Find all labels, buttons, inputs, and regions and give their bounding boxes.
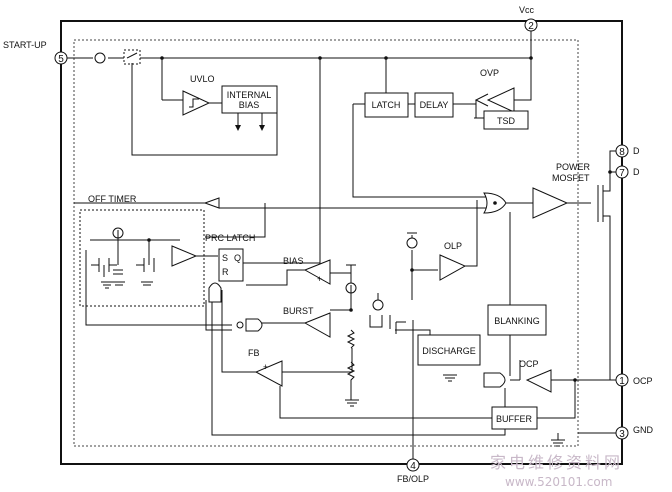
off-timer-label: OFF TIMER — [88, 194, 137, 204]
pin-4-fb-olp: 4 FB/OLP — [397, 458, 429, 484]
power-mosfet-label-2: MOSFET — [552, 173, 590, 183]
startup-current-source-icon — [94, 52, 106, 64]
tsd-label: TSD — [497, 116, 516, 126]
and-gate-vertical — [208, 282, 222, 303]
olp-comparator: OLP — [439, 241, 467, 281]
pin-7-drain: 7 D — [615, 165, 640, 179]
pin-8-drain: 8 D — [615, 144, 640, 158]
junction-dots — [147, 56, 612, 382]
ocp-label: OCP — [519, 359, 539, 369]
bias-label: BIAS — [283, 256, 304, 266]
wiring — [67, 31, 616, 459]
startup-switch — [123, 49, 141, 65]
pin-1-number: 1 — [619, 376, 625, 387]
burst-comparator: BURST — [236, 306, 331, 338]
fb-plus: + — [263, 362, 268, 372]
blanking-label: BLANKING — [494, 316, 540, 326]
prc-latch-q: Q — [234, 253, 241, 263]
prc-latch-r: R — [222, 267, 229, 277]
ocp-comparator: OCP — [483, 359, 552, 393]
pin-5-label: START-UP — [3, 40, 47, 50]
pin-1-ocp: 1 OCP — [615, 373, 653, 387]
tsd-block: TSD — [483, 110, 529, 130]
pin-7-number: 7 — [619, 168, 625, 179]
olp-current-source-icon — [406, 237, 418, 249]
off-timer-inverter — [203, 197, 220, 209]
pin-4-number: 4 — [410, 461, 416, 472]
package-outline — [60, 20, 623, 465]
pin-2-vcc: 2 Vcc — [519, 5, 538, 32]
chip-boundary — [73, 39, 579, 447]
pin-7-label: D — [633, 167, 640, 177]
fb-label: FB — [248, 348, 260, 358]
latch-label: LATCH — [372, 100, 401, 110]
ovp-label: OVP — [480, 68, 499, 78]
buffer-block: BUFFER — [491, 406, 538, 430]
pin-2-number: 2 — [528, 21, 534, 32]
delay-block: DELAY — [414, 92, 454, 118]
pin-4-label: FB/OLP — [397, 474, 429, 484]
pin-3-gnd: 3 GND — [615, 425, 654, 440]
olp-label: OLP — [444, 241, 462, 251]
pin-5-number: 5 — [58, 54, 64, 65]
uvlo-label: UVLO — [190, 74, 215, 84]
bias-plus: + — [317, 274, 322, 284]
pin-3-label: GND — [633, 425, 654, 435]
blanking-block: BLANKING — [487, 304, 547, 336]
watermark-cn: 家电维修资料网 — [490, 453, 623, 472]
watermark-url: www.520101.com — [505, 475, 612, 489]
prc-latch-s: S — [222, 253, 228, 263]
discharge-label: DISCHARGE — [422, 346, 476, 356]
latch-block: LATCH — [364, 92, 409, 118]
bias-comparator: + BIAS — [283, 256, 331, 285]
prc-latch-label: PRC LATCH — [205, 233, 255, 243]
pin-8-label: D — [633, 146, 640, 156]
ground-symbols — [101, 281, 565, 447]
burst-label: BURST — [283, 306, 314, 316]
internal-bias-block: INTERNAL BIAS — [221, 85, 278, 131]
pin-1-label: OCP — [633, 376, 653, 386]
ovp-comparator: OVP — [474, 68, 515, 118]
power-mosfet-label-1: POWER — [556, 162, 591, 172]
gate-driver — [532, 187, 569, 219]
power-mosfet: POWER MOSFET — [552, 162, 591, 183]
buffer-label: BUFFER — [496, 414, 533, 424]
current-sources — [94, 52, 418, 311]
pin-8-number: 8 — [619, 147, 625, 158]
watermark: 家电维修资料网 www.520101.com — [490, 453, 623, 489]
off-timer-current-source-icon — [112, 227, 124, 239]
fb-comparator: + FB — [248, 348, 283, 387]
off-timer-block: OFF TIMER — [79, 194, 205, 307]
discharge-current-source-icon — [372, 299, 384, 311]
internal-bias-label-2: BIAS — [239, 100, 260, 110]
resistors — [346, 329, 356, 400]
delay-label: DELAY — [420, 100, 449, 110]
pin-3-number: 3 — [619, 429, 625, 440]
pin-5-start-up: 5 START-UP — [3, 40, 68, 65]
prc-latch-block: PRC LATCH S Q R — [205, 233, 255, 282]
discharge-block: DISCHARGE — [369, 315, 481, 366]
internal-bias-label-1: INTERNAL — [227, 90, 272, 100]
uvlo-comparator: UVLO — [182, 74, 215, 116]
pin-2-label: Vcc — [519, 5, 535, 15]
